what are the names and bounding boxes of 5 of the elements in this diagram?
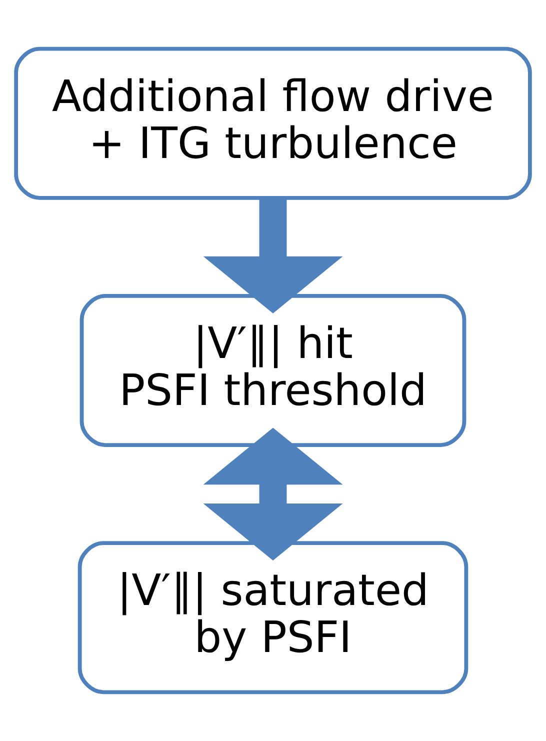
arrow <box>203 428 343 560</box>
arrow <box>203 198 343 314</box>
node-box: |V′∥| hit PSFI threshold <box>80 294 466 447</box>
node-box: |V′∥| saturated by PSFI <box>78 541 468 694</box>
node-box: Additional flow drive + ITG turbulence <box>14 46 532 200</box>
